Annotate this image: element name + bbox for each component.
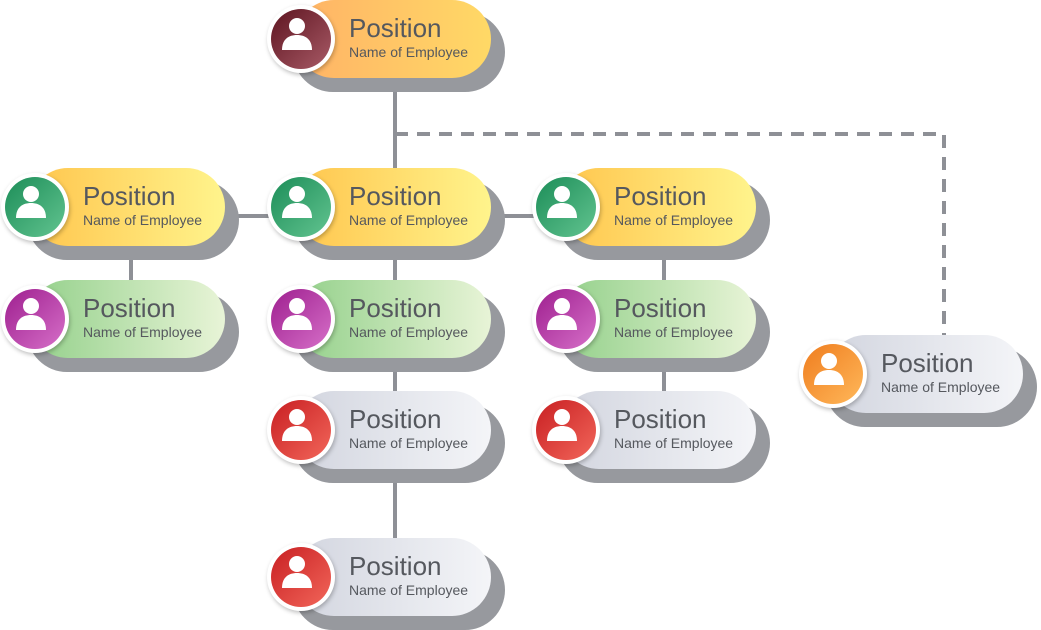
position-title: Position — [83, 181, 176, 211]
person-icon — [282, 409, 312, 441]
node-center-4[interactable]: Position Name of Employee — [267, 538, 507, 630]
node-right-3[interactable]: Position Name of Employee — [532, 391, 772, 483]
person-icon — [547, 298, 577, 330]
position-title: Position — [349, 404, 442, 434]
position-title: Position — [349, 13, 442, 43]
person-icon — [814, 353, 844, 385]
person-icon — [16, 186, 46, 218]
avatar — [799, 340, 867, 408]
avatar — [267, 543, 335, 611]
employee-name: Name of Employee — [349, 44, 469, 60]
node-center-2[interactable]: Position Name of Employee — [267, 280, 507, 372]
position-title: Position — [614, 404, 707, 434]
person-icon — [282, 18, 312, 50]
avatar — [532, 173, 600, 241]
avatar — [532, 285, 600, 353]
position-title: Position — [614, 293, 707, 323]
employee-name: Name of Employee — [83, 212, 203, 228]
node-left-1[interactable]: Position Name of Employee — [1, 168, 241, 260]
node-side[interactable]: Position Name of Employee — [799, 335, 1039, 427]
employee-name: Name of Employee — [614, 324, 734, 340]
node-center-1[interactable]: Position Name of Employee — [267, 168, 507, 260]
employee-name: Name of Employee — [881, 379, 1001, 395]
person-icon — [16, 298, 46, 330]
avatar — [267, 285, 335, 353]
person-icon — [282, 298, 312, 330]
employee-name: Name of Employee — [614, 212, 734, 228]
connector-dashed-assistant — [395, 132, 946, 338]
position-title: Position — [349, 551, 442, 581]
position-title: Position — [349, 181, 442, 211]
person-icon — [282, 186, 312, 218]
position-title: Position — [349, 293, 442, 323]
avatar — [1, 285, 69, 353]
employee-name: Name of Employee — [349, 435, 469, 451]
node-right-1[interactable]: Position Name of Employee — [532, 168, 772, 260]
person-icon — [282, 556, 312, 588]
node-ceo[interactable]: Position Name of Employee — [267, 0, 507, 92]
node-left-2[interactable]: Position Name of Employee — [1, 280, 241, 372]
employee-name: Name of Employee — [83, 324, 203, 340]
position-title: Position — [83, 293, 176, 323]
avatar — [1, 173, 69, 241]
node-center-3[interactable]: Position Name of Employee — [267, 391, 507, 483]
position-title: Position — [881, 348, 974, 378]
person-icon — [547, 409, 577, 441]
avatar — [267, 396, 335, 464]
node-card: Position Name of Employee — [29, 168, 225, 246]
avatar — [267, 5, 335, 73]
employee-name: Name of Employee — [349, 324, 469, 340]
person-icon — [547, 186, 577, 218]
position-title: Position — [614, 181, 707, 211]
employee-name: Name of Employee — [349, 212, 469, 228]
node-right-2[interactable]: Position Name of Employee — [532, 280, 772, 372]
employee-name: Name of Employee — [614, 435, 734, 451]
avatar — [267, 173, 335, 241]
avatar — [532, 396, 600, 464]
employee-name: Name of Employee — [349, 582, 469, 598]
